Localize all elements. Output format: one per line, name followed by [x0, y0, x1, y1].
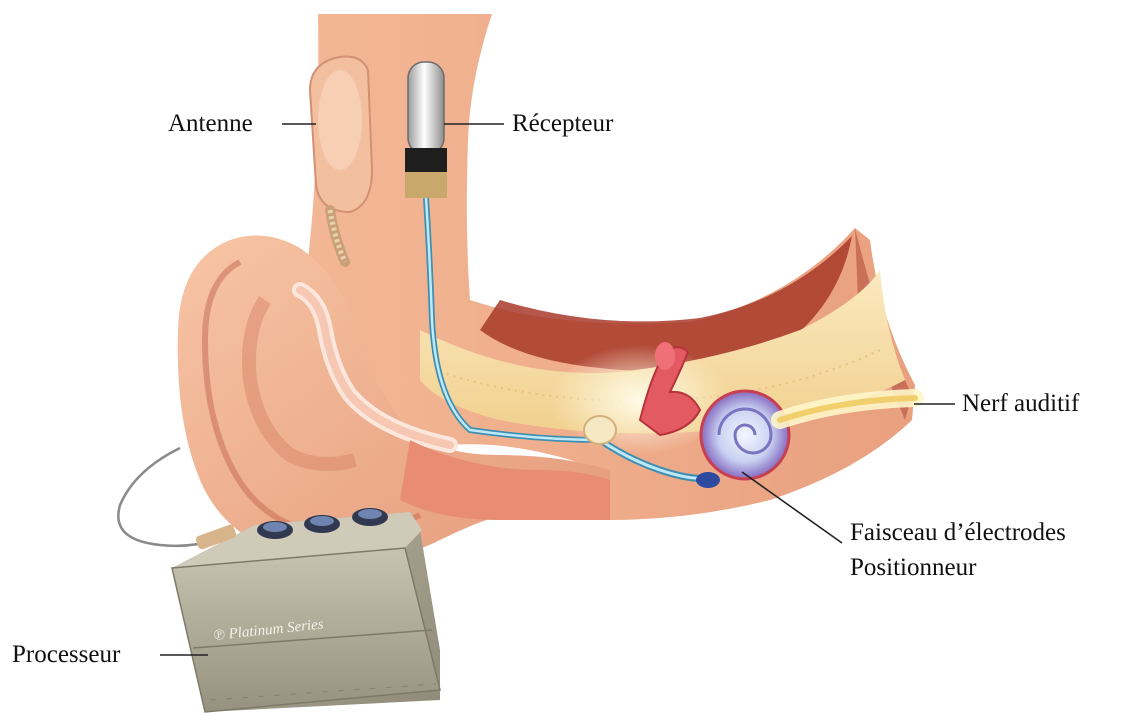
label-receiver: Récepteur	[512, 109, 613, 139]
label-processor: Processeur	[12, 640, 120, 670]
label-electrode-array: Faisceau d’électrodes	[850, 518, 1066, 548]
label-antenna: Antenne	[168, 109, 253, 139]
label-auditory-nerve: Nerf auditif	[962, 389, 1079, 419]
processor-device: ℗ Platinum Series	[172, 508, 440, 712]
label-positioner: Positionneur	[850, 553, 976, 583]
